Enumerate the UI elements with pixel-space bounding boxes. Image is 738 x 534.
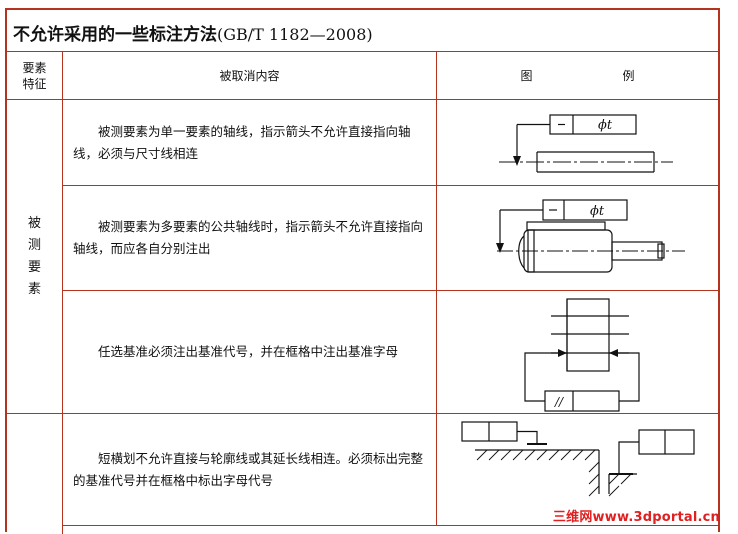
tolerance-symbol-2: ϕt	[590, 204, 605, 219]
tolerance-symbol: ϕt	[598, 118, 613, 133]
parallelism-symbol: //	[554, 395, 565, 409]
group-measured: 被测要素	[7, 100, 63, 414]
row-3-description: 任选基准必须注出基准代号，并在框格中注出基准字母	[63, 291, 437, 414]
datum-frame-right	[639, 430, 694, 454]
header-content: 被取消内容	[63, 52, 437, 100]
header-content-label: 被取消内容	[219, 67, 279, 84]
hatching	[477, 450, 631, 496]
common-axis-drawing: ϕt	[437, 186, 718, 291]
row-1-description: 被测要素为单一要素的轴线，指示箭头不允许直接指向轴线，必须与尺寸线相连	[63, 100, 437, 186]
standard-table: 不允许采用的一些标注方法(GB/T 1182—2008) 要素特征 被取消内容 …	[5, 8, 720, 532]
group-measured-label: 被测要素	[27, 213, 43, 301]
part-block	[567, 299, 609, 371]
title-main: 不允许采用的一些标注方法	[13, 25, 217, 45]
header-feature: 要素特征	[7, 52, 63, 100]
title-standard: (GB/T 1182—2008)	[217, 25, 373, 44]
header-figure: 图 例	[437, 52, 718, 100]
group-next	[7, 414, 63, 534]
row-2-figure: ϕt	[437, 186, 718, 291]
row-4-description: 短横划不允许直接与轮廓线或其延长线相连。必须标出完整的基准代号并在框格中标出字母…	[63, 414, 437, 526]
header-figure-left: 图	[520, 67, 532, 84]
table-title-row: 不允许采用的一些标注方法(GB/T 1182—2008)	[7, 10, 718, 52]
datum-drawing: //	[437, 291, 718, 414]
row-1-figure: ϕt	[437, 100, 718, 186]
row-3-figure: //	[437, 291, 718, 414]
header-feature-label: 要素特征	[21, 60, 49, 92]
row-1-text: 被测要素为单一要素的轴线，指示箭头不允许直接指向轴线，必须与尺寸线相连	[73, 121, 428, 165]
watermark: 三维网www.3dportal.cn	[553, 506, 720, 525]
arrow-head	[513, 156, 521, 166]
header-figure-right: 例	[623, 67, 635, 84]
table-title: 不允许采用的一些标注方法(GB/T 1182—2008)	[13, 20, 373, 45]
row-2-text: 被测要素为多要素的公共轴线时，指示箭头不允许直接指向轴线，而应各自分别注出	[73, 216, 428, 260]
row-3-text: 任选基准必须注出基准代号，并在框格中注出基准字母	[73, 341, 398, 363]
axis-arrow-drawing: ϕt	[437, 100, 718, 186]
row-4-text: 短横划不允许直接与轮廓线或其延长线相连。必须标出完整的基准代号并在框格中标出字母…	[73, 448, 428, 492]
row-2-description: 被测要素为多要素的公共轴线时，指示箭头不允许直接指向轴线，而应各自分别注出	[63, 186, 437, 291]
